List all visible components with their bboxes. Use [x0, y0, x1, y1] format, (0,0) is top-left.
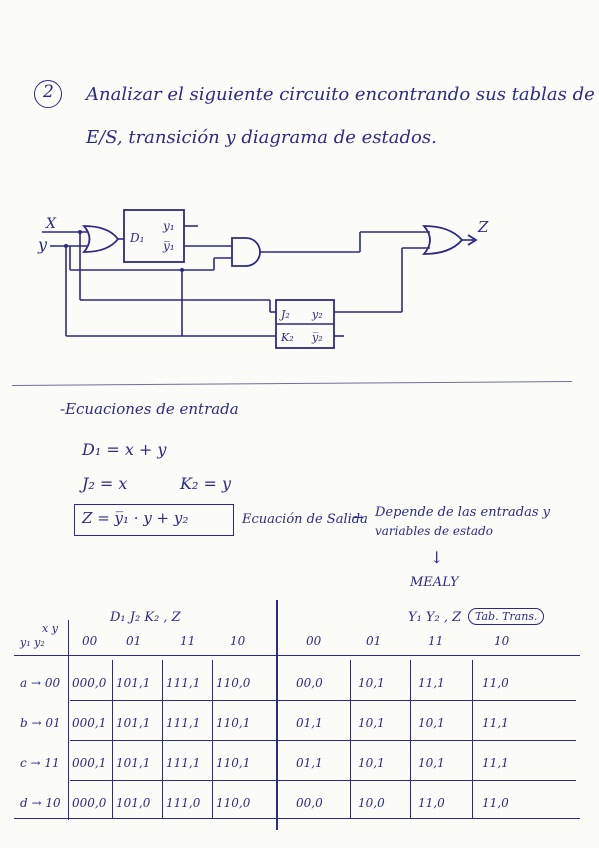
problem-number: 2: [43, 82, 54, 102]
right-cell: 01,1: [296, 756, 323, 770]
left-cell: 111,1: [166, 676, 201, 690]
input-y-label: y: [37, 235, 48, 254]
right-col-header: 01: [366, 634, 382, 648]
left-cell: 101,1: [116, 716, 151, 730]
left-cell: 111,0: [166, 796, 201, 810]
equation-j2: J₂ = x: [82, 474, 128, 493]
table-left-vline: [68, 620, 69, 820]
row-separator: [70, 700, 576, 701]
left-col-header: 11: [180, 634, 196, 648]
left-cell: 000,0: [72, 676, 107, 690]
depends-arrow: →: [352, 510, 364, 526]
left-cell: 111,1: [166, 756, 201, 770]
left-cell: 000,1: [72, 716, 107, 730]
or-gate-2: [422, 225, 464, 255]
row-separator: [70, 780, 576, 781]
left-col-header: 00: [82, 634, 98, 648]
col-separator: [472, 660, 473, 818]
left-cell: 101,0: [116, 796, 151, 810]
right-cell: 11,1: [418, 676, 445, 690]
table-left-title: D₁ J₂ K₂ , Z: [110, 610, 181, 625]
and-gate: [231, 237, 261, 267]
col-separator: [162, 660, 163, 818]
table-corner-xy: x y: [42, 622, 58, 635]
left-cell: 110,0: [216, 796, 251, 810]
left-cell: 101,1: [116, 676, 151, 690]
table-right-title: Y₁ Y₂ , Z: [408, 610, 462, 625]
left-cell: 110,1: [216, 756, 251, 770]
output-equation-box: [74, 504, 234, 536]
row-separator: [70, 740, 576, 741]
left-cell: 000,1: [72, 756, 107, 770]
right-col-header: 10: [494, 634, 510, 648]
depends-note-line2: variables de estado: [375, 524, 493, 538]
depends-note-line1: Depende de las entradas y: [375, 505, 550, 520]
left-cell: 110,0: [216, 676, 251, 690]
left-cell: 101,1: [116, 756, 151, 770]
problem-line-1: Analizar el siguiente circuito encontran…: [86, 84, 595, 105]
equation-z: Z = y̅₁ · y + y₂: [82, 509, 189, 527]
row-label: a → 00: [20, 676, 61, 690]
right-cell: 10,1: [418, 756, 445, 770]
ff-jk2-j-label: J₂: [279, 308, 290, 321]
col-separator: [212, 660, 213, 818]
right-cell: 01,1: [296, 716, 323, 730]
problem-number-circle: [34, 80, 62, 108]
right-cell: 11,1: [482, 716, 509, 730]
mealy-label: MEALY: [410, 575, 459, 590]
right-cell: 00,0: [296, 796, 323, 810]
col-separator: [112, 660, 113, 818]
row-label: b → 01: [20, 716, 61, 730]
right-col-header: 00: [306, 634, 322, 648]
ff-jk2-k-label: K₂: [280, 331, 294, 344]
table-header-line: [14, 655, 580, 656]
right-cell: 11,0: [418, 796, 445, 810]
table-bottom-line: [14, 818, 580, 819]
left-col-header: 01: [126, 634, 142, 648]
ff-jk2-q-label: y₂: [311, 308, 323, 321]
equation-d1: D₁ = x + y: [82, 440, 167, 459]
right-cell: 10,0: [358, 796, 385, 810]
right-cell: 11,1: [482, 756, 509, 770]
problem-line-2: E/S, transición y diagrama de estados.: [86, 127, 437, 148]
output-equation-label: Ecuación de Salida: [242, 512, 368, 527]
row-label: d → 10: [20, 796, 61, 810]
left-cell: 000,0: [72, 796, 107, 810]
right-cell: 10,1: [358, 676, 385, 690]
output-z-label: Z: [477, 218, 489, 236]
input-x-label: X: [45, 216, 57, 232]
circuit-diagram: X y D₁ y₁ y̅₁ Z J₂ K₂ y₂ y̅₂: [37, 209, 489, 349]
table-middle-vline: [276, 600, 278, 830]
mealy-down-arrow: ↓: [430, 548, 444, 567]
row-label: c → 11: [20, 756, 60, 770]
table-corner-y1y2: y₁ y₂: [20, 636, 45, 649]
tab-trans-label: Tab. Trans.: [468, 608, 545, 625]
right-cell: 11,0: [482, 676, 509, 690]
right-cell: 11,0: [482, 796, 509, 810]
ff-d1-qbar-label: y̅₁: [162, 239, 175, 253]
left-col-header: 10: [230, 634, 246, 648]
right-col-header: 11: [428, 634, 444, 648]
or-gate-1: [82, 225, 120, 253]
left-cell: 111,1: [166, 716, 201, 730]
col-separator: [350, 660, 351, 818]
ff-d1-box: [123, 209, 185, 263]
right-cell: 10,1: [358, 716, 385, 730]
equations-heading: -Ecuaciones de entrada: [60, 400, 239, 418]
col-separator: [410, 660, 411, 818]
section-divider: [12, 381, 572, 386]
right-cell: 10,1: [418, 716, 445, 730]
ff-jk2-qbar-label: y̅₂: [311, 331, 323, 344]
left-cell: 110,1: [216, 716, 251, 730]
ff-d1-d-label: D₁: [129, 231, 144, 245]
ff-d1-q-label: y₁: [162, 219, 175, 233]
equation-k2: K₂ = y: [180, 474, 231, 493]
right-cell: 00,0: [296, 676, 323, 690]
right-cell: 10,1: [358, 756, 385, 770]
